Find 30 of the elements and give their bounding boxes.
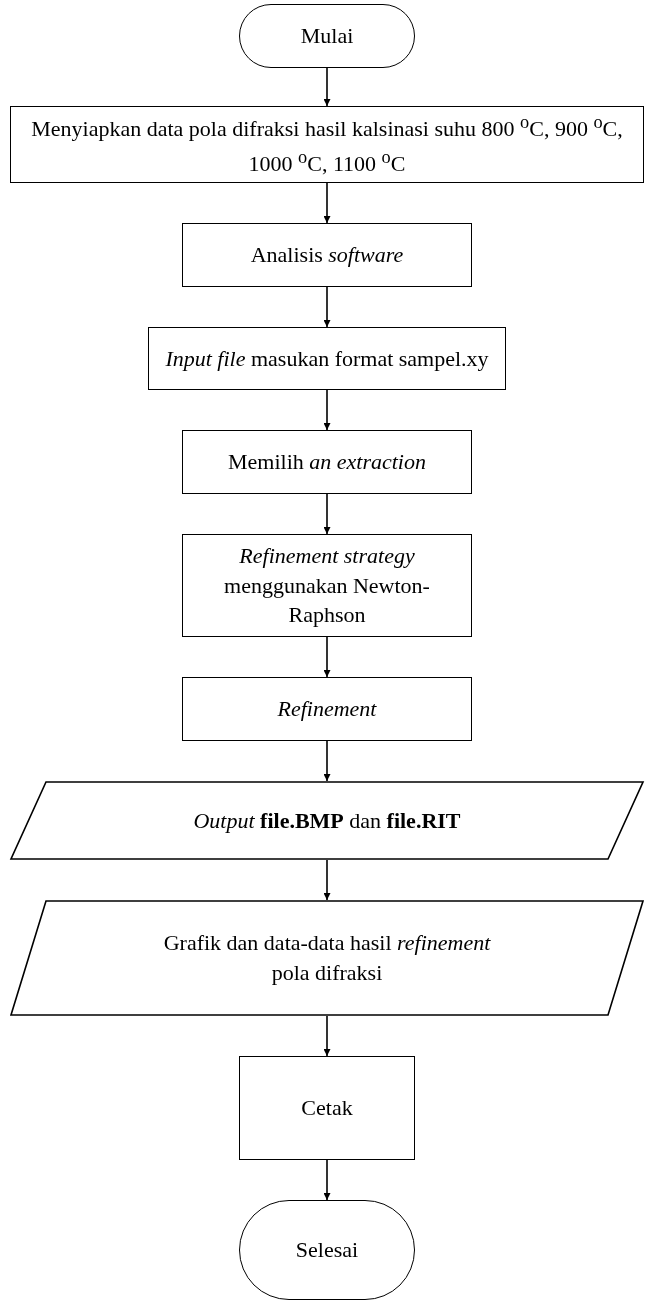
arrow [323,1159,331,1201]
arrow [323,1015,331,1057]
node-text: Output file.BMP dan file.RIT [193,806,461,835]
node-text: Input file masukan format sampel.xy [165,344,489,373]
arrow [323,286,331,328]
process-box [239,1056,415,1160]
node-text: Menyiapkan data pola difraksi hasil kalsinasi suhu 800 $^{o}$C, 900 $^{o}$C, 1000 $^{o}$C, 1100 $^{o}$C [30,111,624,178]
process-box [182,223,472,287]
arrow [323,182,331,224]
arrow [323,493,331,535]
node-text: Analisis software [250,241,404,270]
node-text: Grafik dan data-data hasil refinement pola difraksi [162,929,492,987]
io-parallelogram [10,781,644,860]
node-text: Refinement strategy menggunakan Newton-Raphson [223,541,431,630]
arrow [323,67,331,107]
process-box [182,534,472,637]
process-box [182,430,472,494]
node-text: Refinement [277,695,377,724]
io-parallelogram [10,900,644,1016]
node-text: Cetak [301,1094,353,1123]
node-text: Selesai [295,1236,359,1265]
process-box [10,106,644,183]
node-text: Memilih an extraction [228,448,426,477]
arrow [323,740,331,782]
process-box [182,677,472,741]
process-box [148,327,506,390]
node-text: Mulai [300,22,354,51]
arrow [323,636,331,678]
arrow [323,859,331,901]
arrow [323,389,331,431]
